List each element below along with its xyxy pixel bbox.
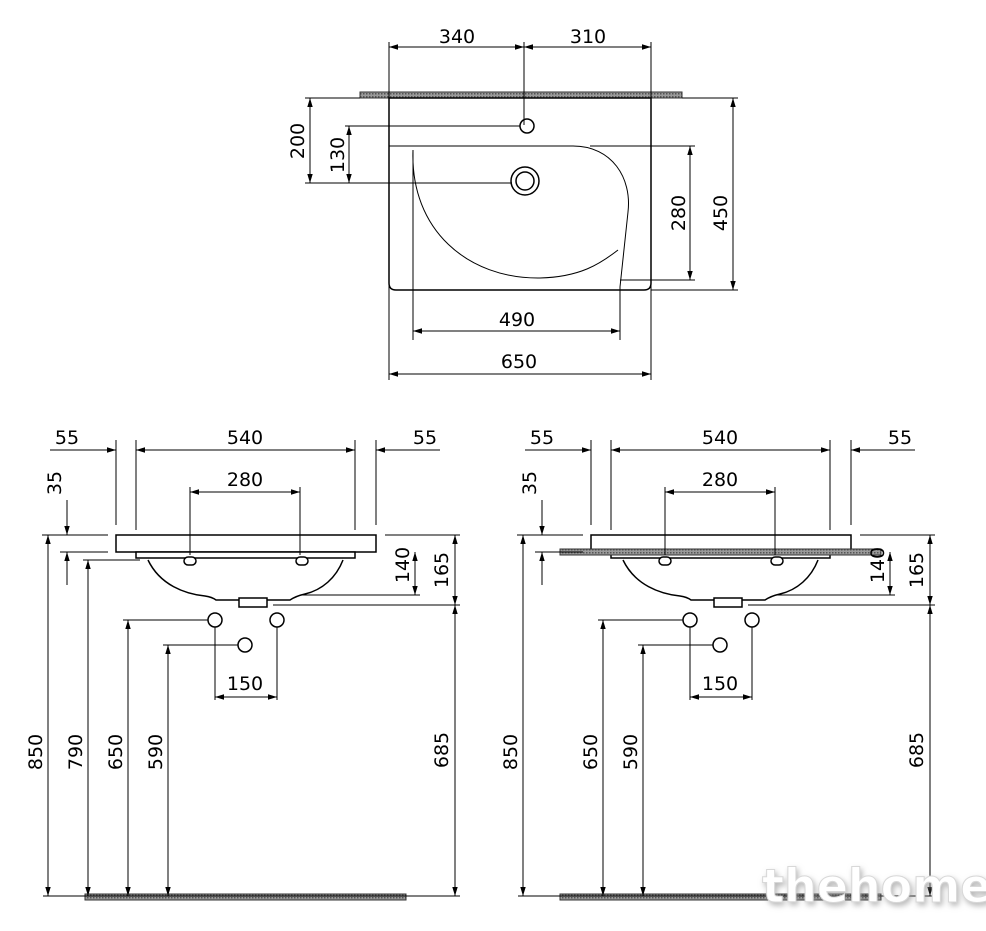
dim-150: 150 <box>227 673 263 695</box>
dim-280: 280 <box>227 469 263 491</box>
drain-outlet <box>713 597 743 608</box>
bowl-curve <box>412 149 619 279</box>
dim-590: 590 <box>145 734 167 770</box>
dim-55-right: 55 <box>413 427 437 449</box>
front-view-left: 55 540 55 280 35 850 790 650 590 140 165 685 150 <box>25 427 460 901</box>
bowl-profile <box>622 559 819 601</box>
dim-340: 340 <box>439 26 475 48</box>
dim-200: 200 <box>287 123 309 159</box>
dim-140: 140 <box>392 547 414 583</box>
overflow-hole <box>183 556 197 566</box>
dim-35: 35 <box>44 471 66 495</box>
dim-165: 165 <box>431 552 453 588</box>
dim-310: 310 <box>570 26 606 48</box>
dim-650: 650 <box>580 734 602 770</box>
dim-35: 35 <box>519 471 541 495</box>
dim-450: 450 <box>710 195 732 231</box>
bowl-rim <box>389 145 629 288</box>
water-pipe-cold <box>269 612 285 628</box>
dim-685: 685 <box>906 732 928 768</box>
dim-685: 685 <box>431 732 453 768</box>
dim-540: 540 <box>702 427 738 449</box>
dim-140: 140 <box>867 547 889 583</box>
dim-650: 650 <box>501 351 537 373</box>
dim-165: 165 <box>906 552 928 588</box>
bowl-profile <box>147 559 344 601</box>
floor-bar <box>84 893 407 901</box>
water-pipe-hot <box>207 612 223 628</box>
waste-pipe <box>237 637 253 653</box>
tap-hole <box>519 118 535 134</box>
water-pipe-hot <box>682 612 698 628</box>
support-bar <box>559 548 882 556</box>
dim-490: 490 <box>499 309 535 331</box>
dim-150: 150 <box>702 673 738 695</box>
dim-280: 280 <box>702 469 738 491</box>
dim-130: 130 <box>327 137 349 173</box>
dim-55-left: 55 <box>55 427 79 449</box>
drain-outlet <box>238 597 268 608</box>
front-view-right: 55 540 55 280 35 850 650 590 140 165 685 150 <box>500 427 935 901</box>
dim-55-left: 55 <box>530 427 554 449</box>
wall-bar <box>359 91 683 99</box>
floor-bar <box>559 893 882 901</box>
basin-underside <box>135 551 356 559</box>
dim-790: 790 <box>65 734 87 770</box>
dim-280: 280 <box>668 195 690 231</box>
dim-55-right: 55 <box>888 427 912 449</box>
dim-650: 650 <box>105 734 127 770</box>
top-view: 340 310 200 130 280 450 490 650 <box>287 26 738 380</box>
dim-590: 590 <box>620 734 642 770</box>
drain-inner <box>515 171 535 191</box>
overflow-hole <box>295 556 309 566</box>
dim-850: 850 <box>25 734 47 770</box>
countertop <box>115 534 377 553</box>
dim-540: 540 <box>227 427 263 449</box>
watermark-logo: thehome <box>762 859 986 913</box>
water-pipe-cold <box>744 612 760 628</box>
waste-pipe <box>712 637 728 653</box>
overflow-hole <box>770 556 784 566</box>
overflow-hole <box>658 556 672 566</box>
dim-850: 850 <box>500 734 522 770</box>
